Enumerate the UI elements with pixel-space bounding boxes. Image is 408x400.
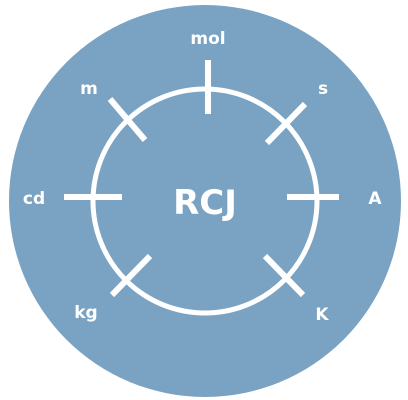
tick-k [262, 253, 306, 298]
unit-label-a: A [368, 189, 382, 209]
tick-kg [109, 253, 153, 298]
unit-label-cd: cd [23, 189, 45, 209]
unit-label-k: K [315, 305, 329, 325]
unit-label-m: m [80, 79, 98, 99]
center-title: RCJ [173, 183, 237, 223]
tick-s [264, 101, 308, 146]
unit-label-kg: kg [74, 303, 97, 323]
unit-label-mol: mol [190, 29, 225, 49]
unit-label-s: s [318, 79, 328, 99]
tick-m [107, 97, 148, 142]
